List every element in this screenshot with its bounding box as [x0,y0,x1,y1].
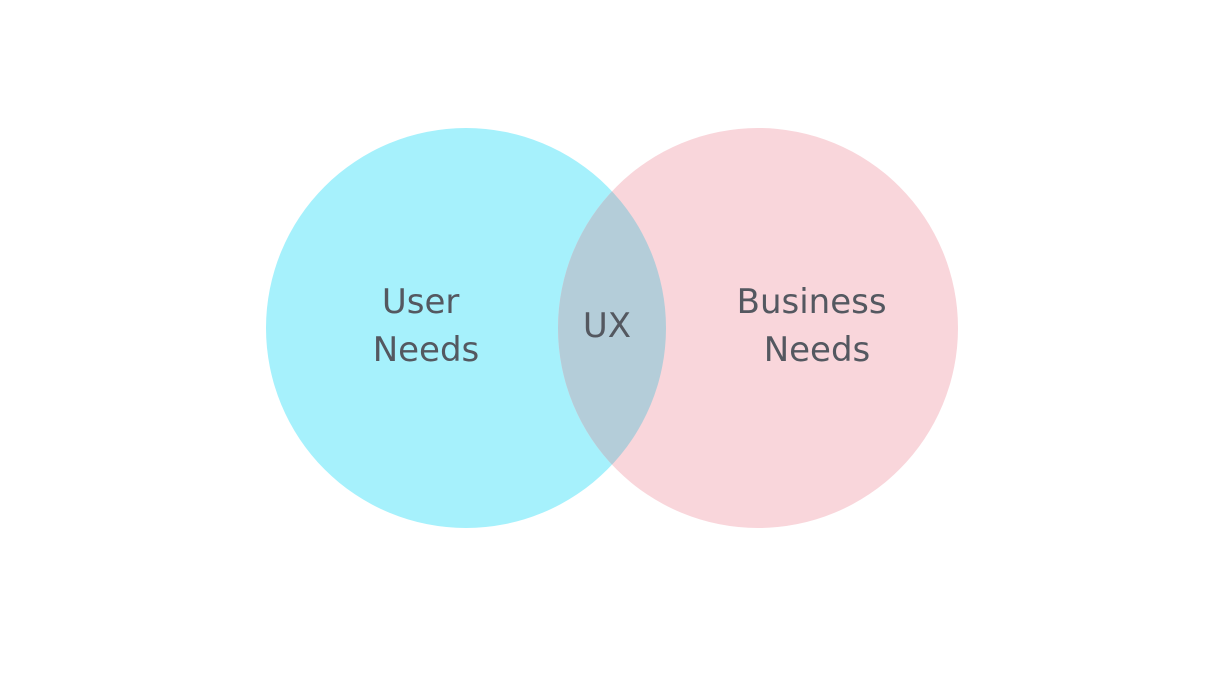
business-needs-label: Business Needs [737,282,898,370]
business-needs-line-1: Business [737,282,887,322]
business-needs-line-2: Needs [764,330,871,370]
user-needs-line-2: Needs [373,330,480,370]
business-needs-circle [558,128,958,528]
user-needs-line-1: User [382,282,460,322]
user-needs-label: User Needs [373,282,480,370]
ux-label: UX [583,306,631,346]
user-needs-circle [266,128,666,528]
